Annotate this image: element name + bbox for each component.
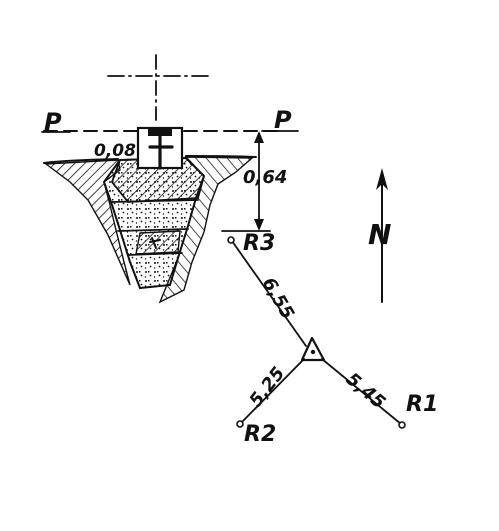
lower-mark-icon xyxy=(149,237,161,249)
concrete-layer-2 xyxy=(117,228,189,232)
distance-r1-label: 5,45 xyxy=(342,369,390,414)
line-to-r2 xyxy=(240,358,305,424)
monument-cap-top xyxy=(148,127,172,136)
line-to-r1 xyxy=(321,358,402,425)
plane-left-label: P xyxy=(44,108,62,136)
concrete-layer-3 xyxy=(127,252,183,256)
depth-arrow-bottom xyxy=(254,219,264,231)
r3-label: R3 xyxy=(243,231,275,256)
distance-r2-label: 5,25 xyxy=(245,363,289,411)
r1-label: R1 xyxy=(406,392,438,417)
depth-arrow-top xyxy=(254,131,264,143)
r2-label: R2 xyxy=(244,422,276,447)
station-point xyxy=(310,349,316,355)
line-to-r3 xyxy=(231,240,307,347)
north-arrow-head-icon xyxy=(376,168,388,190)
distance-r3-label: 6,55 xyxy=(258,274,298,323)
monument-mark-icon xyxy=(148,135,174,170)
r2-point xyxy=(236,420,244,428)
r3-point xyxy=(227,236,235,244)
ground-surface-line xyxy=(43,155,257,164)
station-triangle-icon xyxy=(300,336,326,362)
concrete-layer-1 xyxy=(111,199,199,203)
north-label: N xyxy=(368,218,391,251)
plane-right-label: P xyxy=(274,106,292,134)
depth-label: 0,64 xyxy=(243,167,287,188)
top-offset-label: 0,08 xyxy=(94,141,136,161)
concrete-lower-hatch xyxy=(135,230,181,255)
r1-point xyxy=(398,421,406,429)
